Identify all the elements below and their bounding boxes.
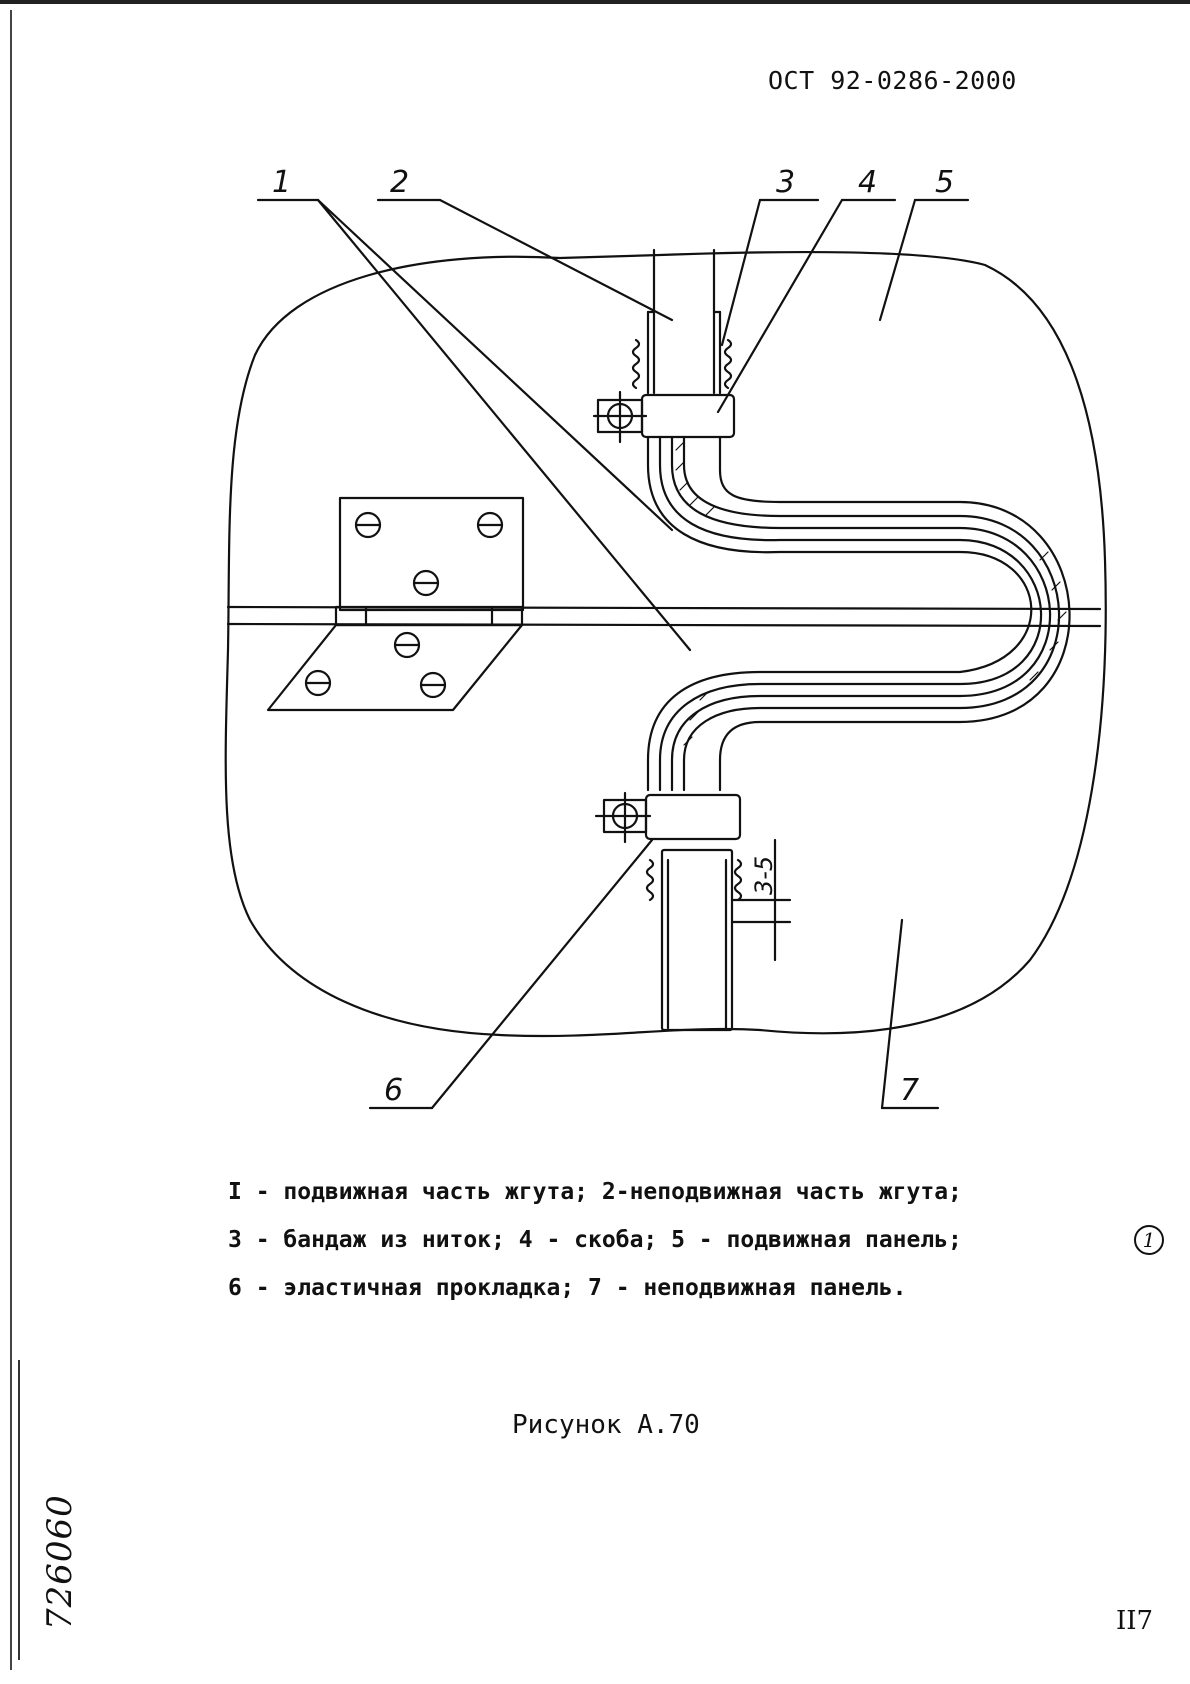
fixed-harness-top — [648, 250, 720, 393]
legend-line-3: 6 - эластичная прокладка; 7 - неподвижна… — [228, 1264, 962, 1312]
revision-mark: 1 — [1134, 1225, 1164, 1255]
legend-line-1: I - подвижная часть жгута; 2-неподвижная… — [228, 1168, 962, 1216]
page-number: II7 — [1116, 1606, 1153, 1636]
callout-2: 2 — [390, 165, 409, 200]
callout-6: 6 — [384, 1073, 403, 1108]
callout-3: 3 — [776, 165, 795, 200]
inventory-number: 726060 — [40, 1494, 80, 1630]
legend-line-2: 3 - бандаж из ниток; 4 - скоба; 5 - подв… — [228, 1216, 962, 1264]
callout-1: 1 — [272, 165, 291, 200]
movable-harness — [648, 437, 1070, 790]
callout-7: 7 — [900, 1073, 919, 1108]
dimension-label: 3-5 — [750, 856, 778, 895]
callout-5: 5 — [935, 165, 954, 200]
fixed-harness-bottom — [662, 850, 732, 1030]
screws — [306, 513, 502, 697]
thread-bandage-top — [633, 340, 639, 388]
hinge-lower-plate — [268, 625, 522, 710]
thread-bandage-bottom — [647, 860, 653, 900]
figure-caption: Рисунок А.70 — [512, 1410, 700, 1440]
callout-4: 4 — [858, 165, 877, 200]
panel-outline — [226, 252, 1106, 1036]
clamp-bottom — [646, 795, 740, 839]
figure-legend: I - подвижная часть жгута; 2-неподвижная… — [228, 1168, 962, 1312]
callout-leaders — [258, 200, 968, 1108]
clamp-top — [642, 395, 734, 437]
